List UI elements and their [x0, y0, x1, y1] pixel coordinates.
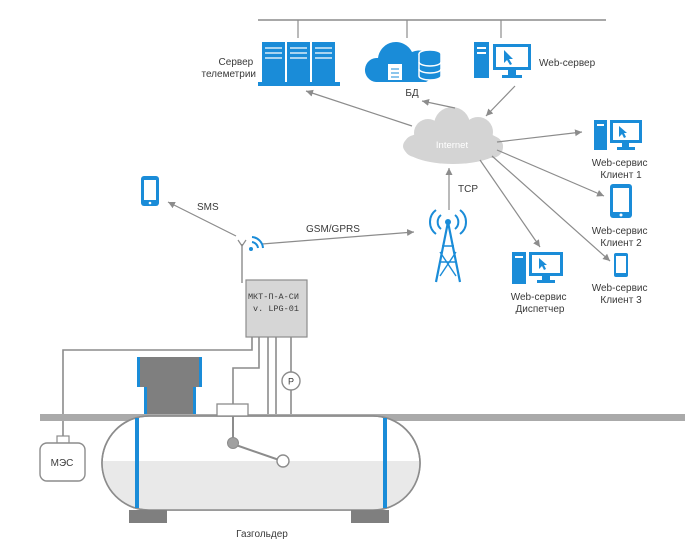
level-sensor-head [216, 403, 249, 417]
client2-tablet-icon [610, 184, 632, 218]
gsm-gprs-label: GSM/GPRS [306, 224, 360, 235]
pressure-sensor-label: P [288, 377, 294, 387]
tcp-label: TCP [458, 184, 478, 195]
dispatcher-desktop-icon [512, 252, 563, 284]
gasholder-tank [101, 415, 421, 523]
arrow-gsm-to-tower [261, 229, 415, 245]
web-server-label: Web-сервер [539, 58, 596, 69]
internet-cloud-icon [403, 107, 503, 164]
telemetry-server-label: Сервер телеметрии [201, 57, 256, 80]
radio-tower-icon [429, 209, 467, 283]
wire-to-level-sensor [232, 337, 260, 404]
arrow-from-web-server [485, 85, 516, 117]
sms-phone-icon [141, 176, 159, 206]
arrow-sms-to-phone [167, 201, 237, 237]
sms-label: SMS [197, 202, 219, 213]
pressure-sensor [281, 371, 301, 391]
arrow-to-telemetry-server [305, 89, 413, 127]
float-ball [276, 454, 290, 468]
arrow-to-database [421, 99, 456, 109]
arrow-to-client3 [491, 155, 611, 262]
client3-phone-icon [614, 253, 628, 277]
client1-label: Web-сервис Клиент 1 [592, 158, 651, 181]
database-icon [364, 42, 442, 82]
signal-waves-icon [249, 236, 264, 251]
web-server-icon [474, 42, 531, 78]
arrow-to-client2 [496, 149, 605, 197]
float-pivot [227, 437, 239, 449]
arrow-to-dispatcher [479, 159, 541, 248]
gasholder-label: Газгольдер [236, 529, 288, 540]
client3-label: Web-сервис Клиент 3 [592, 283, 651, 306]
internet-label: Internet [436, 140, 469, 151]
controller-label: МКТ-П-А-СИ v. LPG-01 [248, 292, 304, 314]
database-label: БД [405, 88, 419, 99]
wire-to-power-unit [62, 337, 253, 436]
dispatcher-label: Web-сервис Диспетчер [511, 292, 570, 315]
telemetry-server-icon [258, 42, 340, 86]
client2-label: Web-сервис Клиент 2 [592, 226, 651, 249]
power-unit-box [39, 442, 86, 482]
power-unit-label: МЭС [51, 458, 74, 469]
regulator-block [137, 357, 202, 417]
arrow-to-client1 [496, 129, 583, 143]
controller-box [245, 279, 308, 338]
client1-desktop-icon [594, 120, 642, 150]
